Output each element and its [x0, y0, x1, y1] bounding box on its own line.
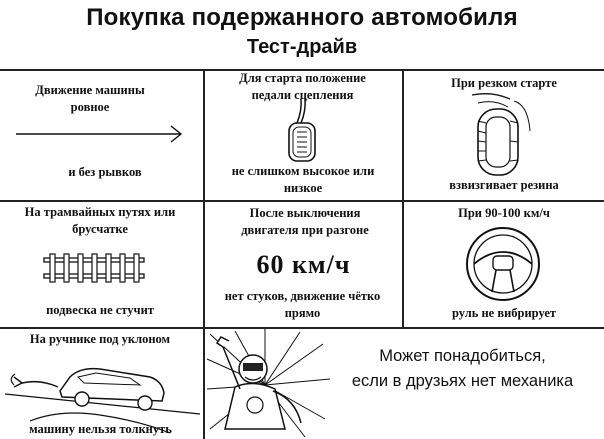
- superhero-mechanic-icon: [206, 329, 331, 438]
- car-on-slope-icon: [4, 367, 201, 434]
- cell-tram-top: На трамвайных путях или брусчатке: [24, 205, 176, 236]
- cell-smooth-movement: Движение машины ровное и без рывков: [0, 71, 203, 200]
- cell-engine-off: После выключения двигателя при разгоне 6…: [205, 202, 402, 327]
- speed-value: 60 км/ч: [256, 250, 351, 279]
- cell-tram-bottom: подвеска не стучит: [46, 303, 154, 317]
- tram-rails-icon: [43, 253, 145, 283]
- cell-clutch: Для старта положение педали сцепления не…: [205, 71, 402, 200]
- cell-handbrake-bottom: машину нельзя толкнуть: [29, 422, 172, 436]
- cell-wheel-bottom: руль не вибрирует: [451, 306, 557, 320]
- grid-line-row2: [0, 200, 604, 202]
- cell-clutch-top: Для старта положение педали сцепления: [239, 71, 366, 102]
- cell-sharp-start-bottom: взвизгивает резина: [449, 178, 559, 192]
- grid-line-col1: [203, 69, 205, 439]
- arrow-right-icon: [16, 125, 183, 143]
- cell-steering-wheel: При 90-100 км/ч руль не вибрирует: [404, 202, 604, 327]
- cell-engine-off-bottom: нет стуков, движение чётко прямо: [224, 289, 381, 320]
- cell-clutch-bottom: не слишком высокое или низкое: [231, 164, 375, 195]
- cell-sharp-start-top: При резком старте: [451, 76, 557, 90]
- grid-line-row3: [0, 327, 604, 329]
- wheel-tire-icon: [471, 93, 531, 176]
- clutch-pedal-icon: [288, 98, 316, 162]
- steering-wheel-icon: [466, 227, 540, 301]
- cell-smooth-bottom: и без рывков: [68, 165, 142, 179]
- page-title: Покупка подержанного автомобиля: [86, 4, 518, 31]
- cell-tram: На трамвайных путях или брусчатке подвес…: [0, 202, 203, 327]
- cell-handbrake: На ручнике под уклоном машину нельзя тол…: [0, 329, 203, 439]
- cell-sharp-start: При резком старте взвизгивает резина: [404, 71, 604, 200]
- grid-line-top: [0, 69, 604, 71]
- cell-mechanic: Может понадобиться, если в друзьях нет м…: [205, 329, 604, 439]
- mechanic-note-line2: если в друзьях нет механика: [351, 372, 574, 390]
- mechanic-note-line1: Может понадобиться,: [379, 347, 546, 365]
- grid-line-col2: [402, 69, 404, 329]
- cell-handbrake-top: На ручнике под уклоном: [29, 332, 171, 346]
- page-subtitle: Тест-драйв: [246, 36, 358, 58]
- cell-smooth-top: Движение машины ровное: [35, 83, 145, 114]
- cell-engine-off-top: После выключения двигателя при разгоне: [241, 206, 369, 237]
- cell-wheel-top: При 90-100 км/ч: [458, 206, 550, 220]
